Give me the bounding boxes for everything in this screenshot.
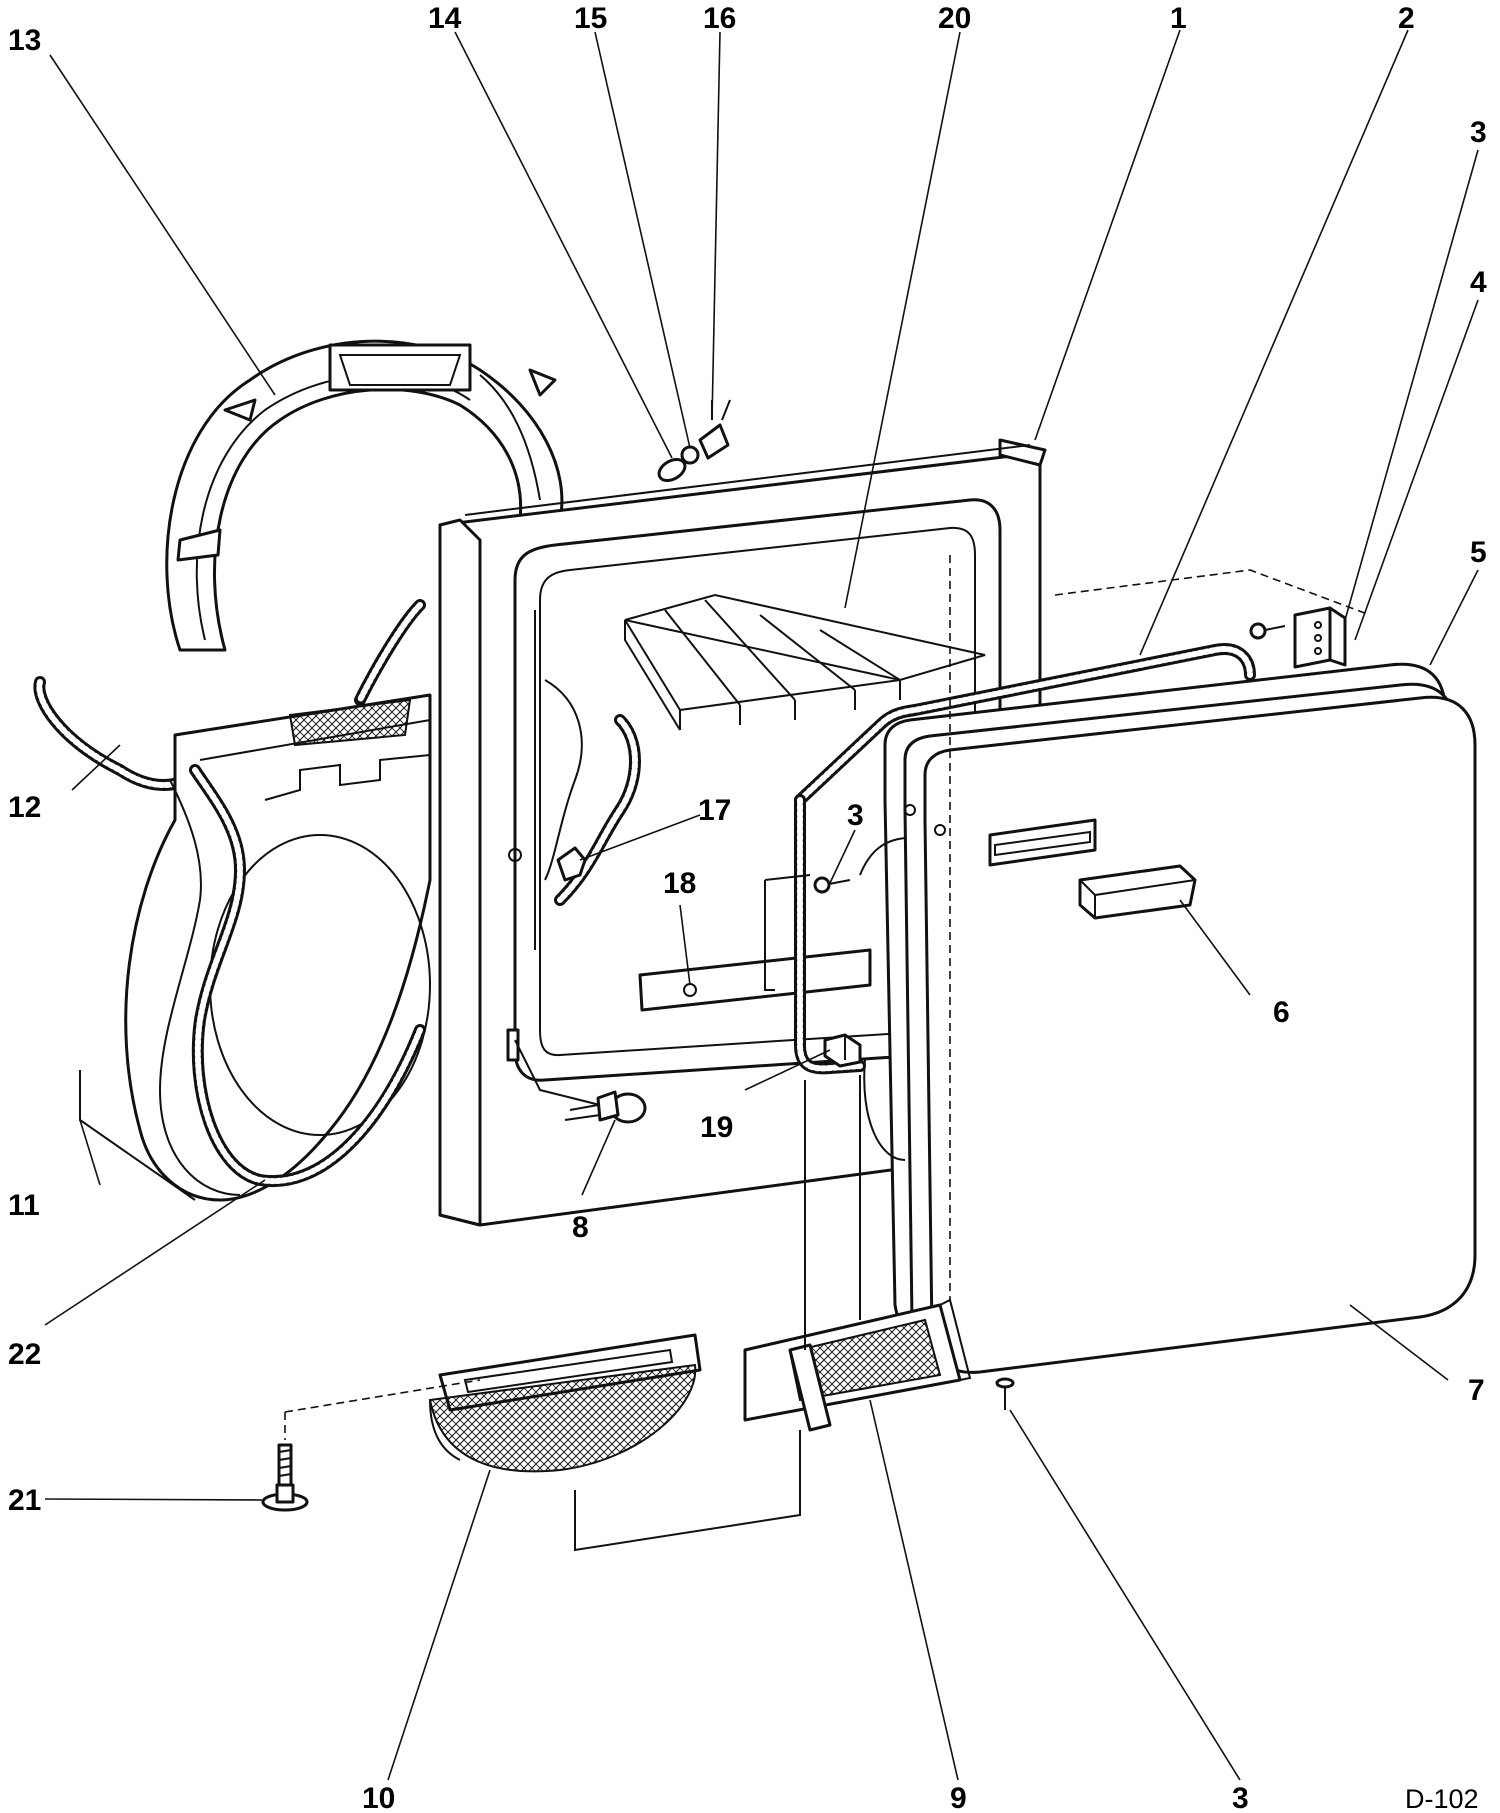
part-19-door-switch bbox=[823, 1033, 862, 1068]
callout-21: 21 bbox=[8, 1484, 41, 1517]
callout-22: 22 bbox=[8, 1338, 41, 1371]
part-7-door bbox=[859, 662, 1477, 1374]
part-3-screw-mid bbox=[813, 876, 851, 894]
callout-16: 16 bbox=[703, 2, 736, 35]
callout-3-mid: 3 bbox=[847, 799, 864, 832]
callout-6: 6 bbox=[1273, 996, 1290, 1029]
part-17-clip bbox=[556, 846, 587, 882]
callout-7: 7 bbox=[1468, 1374, 1485, 1407]
part-8-switch bbox=[564, 1090, 647, 1124]
callout-20: 20 bbox=[938, 2, 971, 35]
callout-5: 5 bbox=[1470, 536, 1487, 569]
callout-2: 2 bbox=[1398, 2, 1415, 35]
part-21-leveling-foot bbox=[261, 1443, 309, 1512]
callout-3-bottom: 3 bbox=[1232, 1782, 1249, 1813]
part-14-15-16-lamp-assembly bbox=[657, 399, 731, 482]
callout-19: 19 bbox=[700, 1111, 733, 1144]
part-9-vent-grille bbox=[743, 1298, 972, 1432]
part-4-hinge bbox=[1293, 606, 1347, 669]
callout-9: 9 bbox=[950, 1782, 967, 1813]
part-3-screw-top bbox=[1249, 622, 1286, 640]
part-3-screw-bottom bbox=[995, 1377, 1015, 1410]
part-11-front-bulkhead bbox=[124, 693, 432, 1202]
callout-14: 14 bbox=[428, 2, 462, 35]
part-10-lint-filter bbox=[428, 1333, 702, 1473]
callout-18: 18 bbox=[663, 867, 696, 900]
callout-11: 11 bbox=[8, 1189, 40, 1222]
callout-1: 1 bbox=[1170, 2, 1187, 35]
callout-10: 10 bbox=[362, 1782, 395, 1813]
part-13-drum-support-ring bbox=[165, 339, 564, 652]
callout-8: 8 bbox=[572, 1211, 589, 1244]
callout-17: 17 bbox=[698, 794, 731, 827]
part-2-door-seal bbox=[794, 643, 1256, 1075]
leader-lines bbox=[44, 29, 1479, 1781]
callout-4: 4 bbox=[1470, 266, 1487, 299]
callout-labels: 13 14 15 16 20 1 2 3 4 5 12 17 3 18 6 19… bbox=[8, 2, 1487, 1813]
part-20-drying-rack bbox=[624, 593, 986, 731]
callout-12: 12 bbox=[8, 791, 41, 824]
callout-13: 13 bbox=[8, 24, 41, 57]
drawing-code: D-102 bbox=[1405, 1784, 1479, 1813]
callout-15: 15 bbox=[574, 2, 607, 35]
callout-3-top: 3 bbox=[1470, 116, 1487, 149]
